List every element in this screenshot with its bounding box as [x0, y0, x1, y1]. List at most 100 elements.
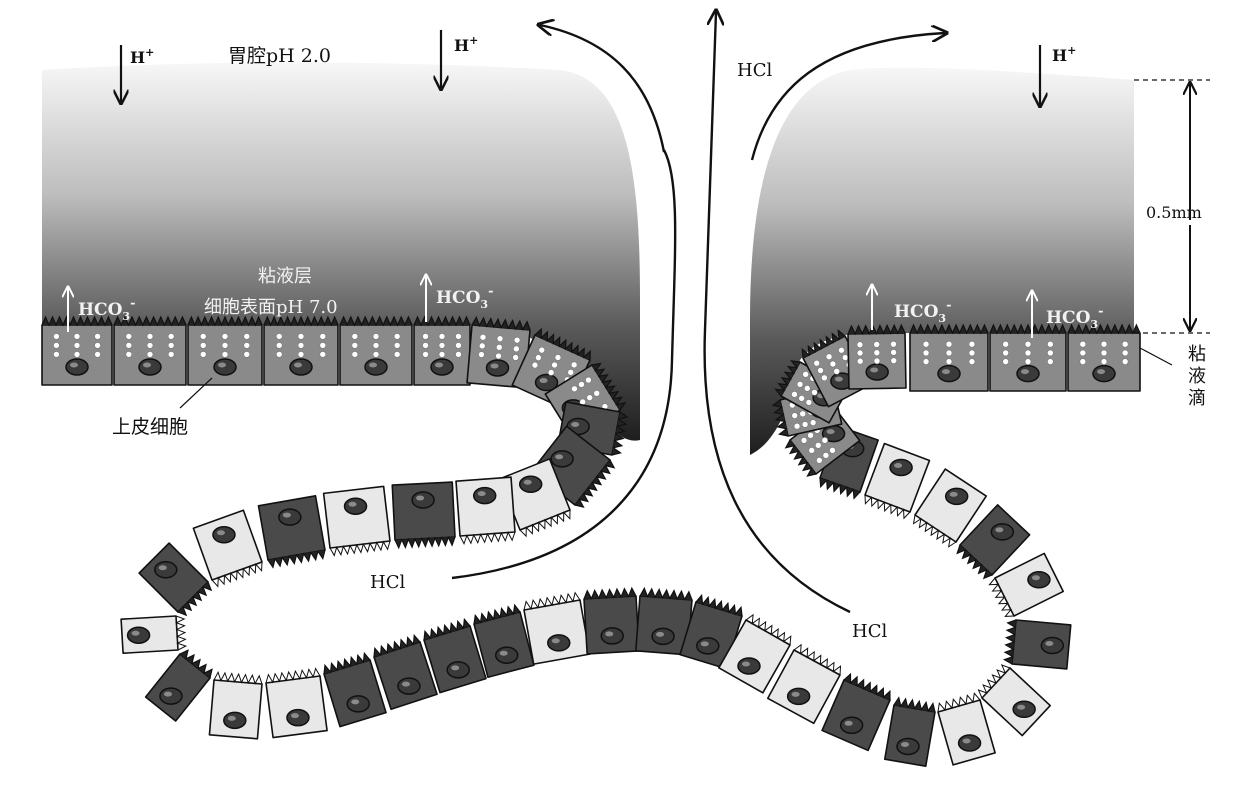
mucus-droplet	[945, 349, 953, 357]
mucus-droplet	[791, 412, 798, 419]
mucus-droplet	[496, 335, 504, 342]
mucus-droplet	[586, 394, 593, 401]
cell-nucleus	[937, 364, 961, 383]
mucus-droplet-label-3: 滴	[1188, 388, 1206, 409]
mucus-droplet	[547, 369, 555, 376]
cell-nucleus	[494, 646, 519, 665]
mucus-droplet	[221, 342, 229, 349]
cell-nucleus	[364, 358, 388, 376]
mucus-droplet	[816, 457, 823, 464]
epithelial-cell	[187, 315, 263, 386]
mucus-droplet	[809, 419, 817, 426]
cell-nucleus	[990, 523, 1015, 541]
mucus-droplet	[199, 351, 207, 358]
mucus-droplet	[319, 342, 327, 349]
mucus-droplet	[873, 357, 881, 365]
h-plus-label-1: H+	[130, 46, 154, 67]
epithelial-cell	[1067, 323, 1141, 392]
mucus-droplet	[73, 333, 81, 340]
mucus-droplet	[1047, 340, 1054, 348]
cell-nucleus	[289, 358, 313, 376]
mucus-droplet	[221, 333, 229, 340]
cell-nucleus	[65, 358, 89, 376]
epithelial-cell	[138, 542, 213, 617]
mucus-droplet	[807, 432, 814, 439]
mucus-droplet	[825, 353, 833, 360]
mucus-droplet	[800, 437, 808, 444]
cell-nucleus	[534, 373, 559, 392]
epithelial-cell	[455, 476, 516, 545]
mucus-droplet	[146, 333, 154, 340]
mucus-droplet	[811, 389, 818, 396]
mucus-droplet	[814, 442, 822, 449]
epithelial-cell	[263, 315, 339, 386]
mucus-droplet	[945, 340, 953, 348]
mucus-droplet	[199, 333, 207, 340]
cell-nucleus	[343, 497, 368, 516]
epithelial-cell	[909, 323, 989, 392]
mucus-droplet	[146, 351, 154, 358]
cell-nucleus	[1027, 571, 1051, 589]
epithelial-cell	[323, 651, 387, 728]
epithelial-cell	[937, 692, 996, 766]
mucus-droplet	[297, 333, 305, 340]
epithelial-cell	[41, 315, 113, 386]
epithelial-cell	[257, 495, 326, 569]
mucus-droplet	[319, 351, 327, 358]
epithelial-cell	[864, 442, 931, 520]
cell-nucleus	[411, 491, 435, 509]
mucus-droplet	[1079, 340, 1087, 348]
mucus-droplet	[94, 342, 101, 349]
epithelial-cell	[466, 315, 531, 389]
epithelial-cell	[847, 323, 907, 390]
hcl-label-top: HCl	[737, 60, 772, 81]
mucus-droplet	[393, 351, 401, 358]
cell-nucleus	[159, 687, 183, 705]
mucus-droplet	[372, 333, 380, 340]
mucus-droplet	[1121, 358, 1129, 365]
mucus-droplet	[1024, 349, 1032, 357]
cell-nucleus	[1040, 636, 1065, 655]
cell-nucleus	[138, 358, 162, 376]
mucus-droplet	[796, 381, 804, 388]
mucus-droplet	[167, 351, 175, 358]
cell-nucleus	[839, 716, 864, 735]
epithelial-cell	[144, 649, 213, 722]
cell-nucleus	[397, 677, 421, 695]
epithelial-cell	[634, 586, 693, 656]
hco3-label-4: HCO3-	[1046, 304, 1103, 331]
epithelial-cell	[988, 552, 1064, 617]
mucus-droplet	[822, 452, 830, 459]
mucus-droplet	[813, 359, 821, 367]
h-plus-label-3: H+	[1052, 44, 1076, 65]
mucus-droplet	[73, 342, 81, 349]
mucus-droplet	[798, 395, 805, 402]
mucus-droplet	[833, 368, 841, 375]
cell-nucleus	[485, 359, 510, 377]
mucus-droplet	[94, 351, 101, 358]
mucus-droplet	[393, 333, 401, 340]
mucus-droplet	[513, 336, 521, 344]
mucus-droplet	[167, 342, 175, 349]
mucus-droplet	[531, 361, 539, 369]
mucus-droplet	[856, 341, 864, 349]
epithelial-cell	[192, 509, 263, 588]
mucus-droplet	[873, 341, 880, 348]
mucus-droplet	[873, 349, 881, 356]
mucus-droplet	[890, 349, 897, 356]
mucus-droplet	[1002, 349, 1009, 357]
mucus-droplet	[805, 399, 813, 406]
h-plus-label-2: H+	[454, 34, 478, 55]
mucus-droplet	[535, 354, 542, 361]
mucus-droplet	[1100, 358, 1108, 365]
epithelial-cell	[208, 671, 263, 740]
mucus-droplet	[455, 342, 462, 349]
cell-nucleus	[213, 358, 237, 376]
mucus-droplet	[512, 354, 519, 361]
mucus-droplet	[968, 358, 976, 365]
cell-nucleus	[346, 695, 370, 713]
mucus-droplet	[567, 369, 575, 376]
mucus-droplet	[890, 340, 897, 348]
cell-nucleus	[651, 627, 675, 646]
mucus-droplet	[73, 351, 81, 358]
